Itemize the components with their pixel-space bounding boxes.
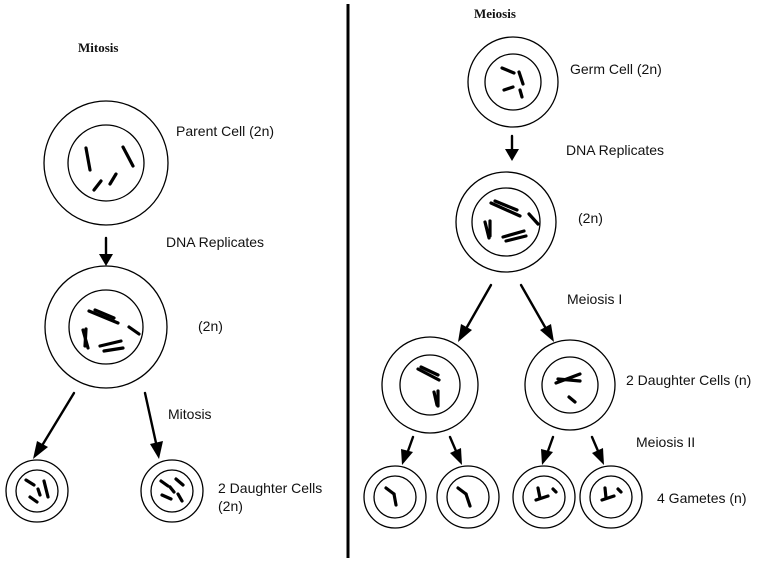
gamete-2 (436, 465, 500, 529)
meiosis2-arrow-4 (590, 435, 604, 465)
meiosis-replicated-cell (455, 171, 557, 273)
chromosome (84, 146, 92, 172)
chromosome (419, 365, 440, 377)
meiosis-daughter-cell-right (524, 339, 616, 431)
chromosome (534, 494, 550, 502)
mitosis-arrow-right (143, 391, 163, 459)
chromosome (102, 346, 125, 353)
chromosome (527, 212, 540, 226)
mitosis-daughter-cell-left (5, 459, 69, 523)
chromosome (160, 493, 173, 501)
meiosis-daughter-cell-left (381, 336, 479, 434)
mitosis-daughter-label-line1: 2 Daughter Cells (218, 480, 322, 496)
chromosome (567, 395, 577, 404)
meiosis2-arrow-3 (541, 435, 555, 465)
chromosome (517, 70, 525, 86)
chromosome (87, 309, 120, 325)
chromosome (392, 492, 398, 507)
chromosome (489, 201, 522, 218)
meiosis2-arrow-2 (448, 435, 462, 465)
mitosis-daughter-cell-right (140, 459, 204, 523)
chromosome (159, 479, 170, 488)
chromosome (500, 66, 516, 75)
chromosome (98, 339, 123, 348)
chromosome (456, 486, 468, 496)
chromosome (176, 492, 184, 503)
meiosis-daughter-label: 2 Daughter Cells (n) (626, 372, 751, 388)
chromosome (600, 494, 616, 502)
gamete-3 (512, 465, 576, 529)
mitosis-arrow-left (33, 391, 76, 459)
meiosis-panel: Meiosis Germ Cell (2n) DNA Replicates (363, 6, 751, 529)
chromosome (42, 479, 50, 499)
parent-cell-label: Parent Cell (2n) (176, 123, 274, 139)
meiosis1-arrow-right (519, 283, 554, 342)
germ-cell-label: Germ Cell (2n) (570, 61, 662, 77)
chromosome (168, 485, 176, 494)
mitosis-title: Mitosis (78, 40, 118, 55)
chromosome (92, 179, 103, 192)
meiosis-germ-cell (467, 36, 559, 128)
meiosis1-label: Meiosis I (567, 291, 622, 307)
chromosome (556, 377, 582, 383)
chromosome (174, 477, 185, 487)
chromosome (127, 325, 141, 336)
chromosome (121, 145, 135, 168)
meiosis-replicated-ploidy: (2n) (578, 210, 603, 226)
chromosome (108, 172, 118, 186)
chromosome (518, 88, 524, 99)
chromosome (24, 478, 36, 487)
meiosis1-arrow-left (458, 283, 493, 342)
chromosome (36, 487, 42, 497)
meiosis2-label: Meiosis II (636, 434, 695, 450)
meiosis-dna-replicates-label: DNA Replicates (566, 142, 664, 158)
chromosome (504, 234, 528, 243)
chromosome (536, 486, 542, 500)
chromosome (616, 487, 623, 494)
chromosome (93, 308, 116, 320)
chromosome (501, 229, 526, 239)
meiosis-arrow-replicate (505, 134, 519, 161)
mitosis-replicated-cell (44, 265, 168, 389)
chromosome (28, 495, 39, 504)
meiosis2-arrow-1 (401, 435, 415, 465)
mitosis-arrow-replicate (99, 236, 113, 266)
mitosis-panel: Mitosis Parent Cell (2n) DNA Replicates (5, 40, 322, 523)
gametes-label: 4 Gametes (n) (657, 490, 746, 506)
mitosis-parent-cell (43, 100, 169, 226)
meiosis-title: Meiosis (474, 6, 516, 21)
mitosis-replicated-ploidy: (2n) (198, 318, 223, 334)
chromosome (483, 220, 491, 240)
mitosis-division-label: Mitosis (168, 406, 212, 422)
mitosis-dna-replicates-label: DNA Replicates (166, 234, 264, 250)
mitosis-daughter-label-line2: (2n) (218, 498, 243, 514)
chromosome (416, 367, 441, 382)
chromosome (493, 199, 519, 212)
chromosome (384, 486, 396, 496)
chromosome (464, 492, 472, 508)
chromosome (502, 85, 515, 92)
chromosome (83, 327, 88, 348)
gamete-4 (579, 465, 643, 529)
gamete-1 (363, 465, 427, 529)
chromosome (603, 486, 608, 500)
chromosome (551, 487, 558, 494)
